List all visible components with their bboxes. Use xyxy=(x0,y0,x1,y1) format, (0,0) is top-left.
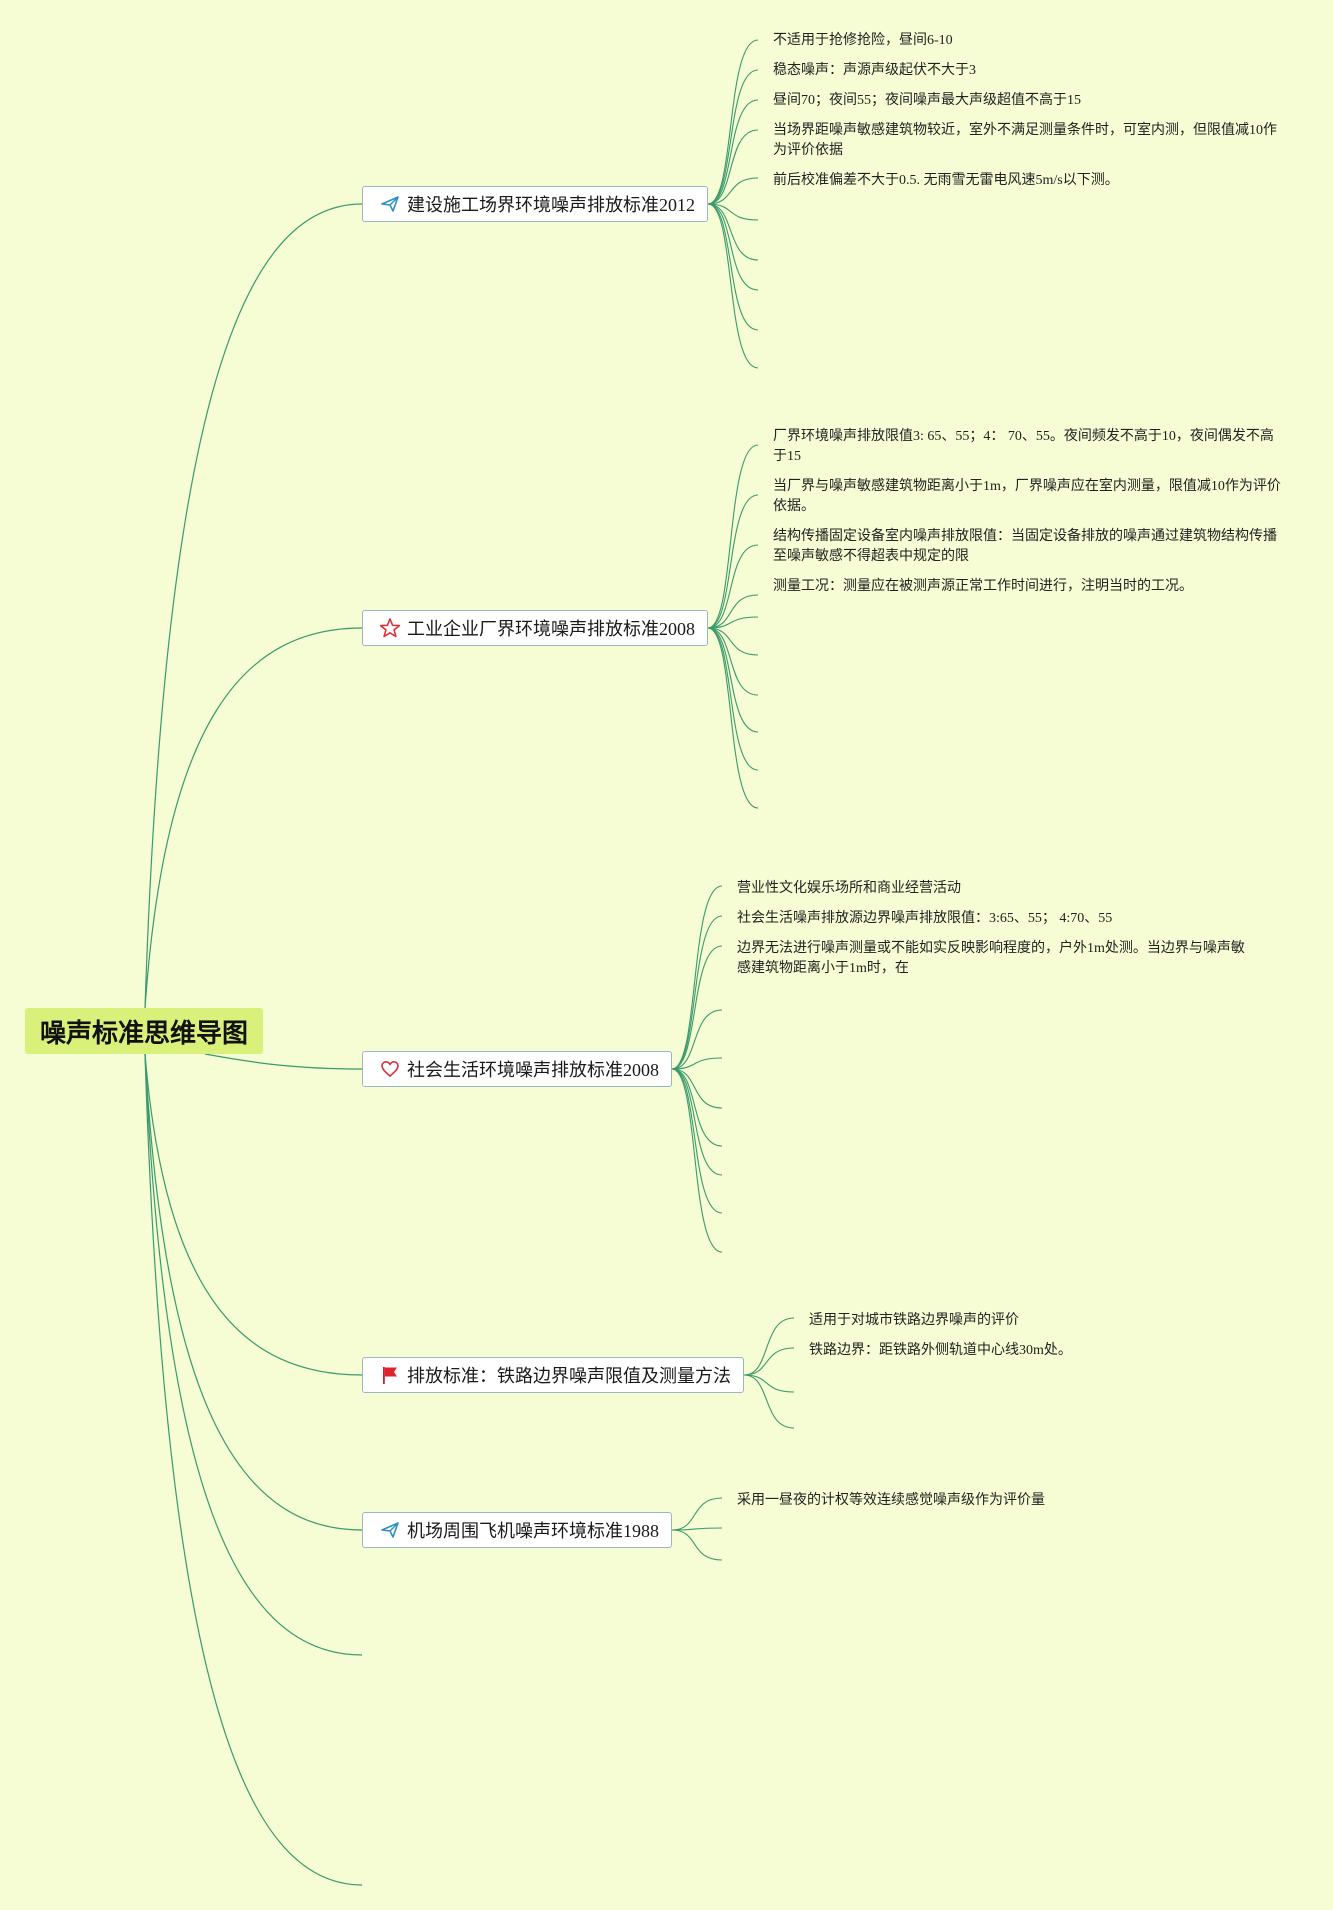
leaf-item: 铁路边界：距铁路外侧轨道中心线30m处。 xyxy=(809,1343,1072,1358)
leaf-item: 适用于对城市铁路边界噪声的评价 xyxy=(809,1313,1019,1328)
leaf-item: 营业性文化娱乐场所和商业经营活动 xyxy=(737,881,961,896)
leaf-link xyxy=(671,1529,723,1561)
root-branch-link xyxy=(204,1053,363,1070)
leaf-link xyxy=(707,39,759,205)
leaf-link xyxy=(707,627,759,733)
leaf-item: 稳态噪声：声源声级起伏不大于3 xyxy=(773,63,976,78)
root-branch-link xyxy=(144,1053,363,1656)
leaf-link xyxy=(671,1527,723,1531)
root-branch-link xyxy=(144,1053,363,1376)
star-icon xyxy=(379,617,401,639)
leaf-link xyxy=(707,203,759,291)
leaf-item: 当厂界与噪声敏感建筑物距离小于1m，厂界噪声应在室内测量，限值减10作为评价依据… xyxy=(773,479,1281,514)
branch-label: 社会生活环境噪声排放标准2008 xyxy=(407,1060,659,1080)
leaf-item: 当场界距噪声敏感建筑物较近，室外不满足测量条件时，可室内测，但限值减10作为评价… xyxy=(773,123,1277,158)
leaf-link xyxy=(707,203,759,221)
leaf-link xyxy=(707,177,759,205)
branch-label: 工业企业厂界环境噪声排放标准2008 xyxy=(407,619,695,639)
leaf-item: 边界无法进行噪声测量或不能如实反映影响程度的，户外1m处测。当边界与噪声敏感建筑… xyxy=(737,941,1245,976)
leaf-item: 前后校准偏差不大于0.5. 无雨雪无雷电风速5m/s以下测。 xyxy=(773,173,1119,188)
leaf-link xyxy=(707,627,759,809)
branch-label: 机场周围飞机噪声环境标准1988 xyxy=(407,1521,659,1541)
leaf-link xyxy=(707,203,759,331)
leaf-link xyxy=(743,1374,795,1393)
leaf-link xyxy=(743,1347,795,1376)
leaf-link xyxy=(671,1068,723,1253)
leaf-item: 社会生活噪声排放源边界噪声排放限值：3:65、55； 4:70、55 xyxy=(737,911,1113,926)
leaf-link xyxy=(707,69,759,205)
leaf-link xyxy=(707,616,759,629)
root-branch-link xyxy=(144,1053,363,1886)
leaf-link xyxy=(707,627,759,696)
leaf-link xyxy=(743,1317,795,1376)
branch-label: 排放标准：铁路边界噪声限值及测量方法 xyxy=(407,1366,731,1386)
leaf-item: 结构传播固定设备室内噪声排放限值：当固定设备排放的噪声通过建筑物结构传播至噪声敏… xyxy=(773,529,1277,564)
leaf-link xyxy=(671,1057,723,1070)
leaf-item: 不适用于抢修抢险，昼间6-10 xyxy=(773,33,953,48)
leaf-link xyxy=(707,129,759,205)
leaf-link xyxy=(707,544,759,629)
heart-icon xyxy=(379,1058,401,1080)
leaf-link xyxy=(707,99,759,205)
branch-label: 建设施工场界环境噪声排放标准2012 xyxy=(407,195,695,215)
leaf-item: 厂界环境噪声排放限值3: 65、55；4： 70、55。夜间频发不高于10，夜间… xyxy=(773,429,1274,464)
root-branch-link xyxy=(144,627,363,1009)
root-topic[interactable]: 噪声标准思维导图 xyxy=(25,1008,263,1054)
branch-industrial-noise[interactable]: 工业企业厂界环境噪声排放标准2008 xyxy=(362,610,708,646)
leaf-link xyxy=(671,1009,723,1070)
leaf-link xyxy=(743,1374,795,1429)
branch-social-life-noise[interactable]: 社会生活环境噪声排放标准2008 xyxy=(362,1051,672,1087)
root-branch-link xyxy=(144,203,363,1009)
leaf-link xyxy=(707,203,759,261)
leaf-link xyxy=(671,885,723,1070)
root-branch-link xyxy=(144,1053,363,1531)
branch-airport-noise[interactable]: 机场周围飞机噪声环境标准1988 xyxy=(362,1512,672,1548)
leaf-link xyxy=(671,1497,723,1531)
paper-plane-icon xyxy=(379,193,401,215)
leaf-link xyxy=(707,594,759,629)
leaf-link xyxy=(671,1068,723,1109)
leaf-link xyxy=(707,494,759,629)
leaf-link xyxy=(671,915,723,1070)
leaf-item: 测量工况：测量应在被测声源正常工作时间进行，注明当时的工况。 xyxy=(773,579,1193,594)
leaf-link xyxy=(707,444,759,629)
branch-construction-noise[interactable]: 建设施工场界环境噪声排放标准2012 xyxy=(362,186,708,222)
leaf-link xyxy=(707,203,759,369)
paper-plane-icon xyxy=(379,1519,401,1541)
flag-icon xyxy=(379,1364,401,1386)
leaf-item: 昼间70；夜间55；夜间噪声最大声级超值不高于15 xyxy=(773,93,1081,108)
leaf-item: 采用一昼夜的计权等效连续感觉噪声级作为评价量 xyxy=(737,1493,1045,1508)
leaf-link xyxy=(671,1068,723,1176)
leaf-link xyxy=(671,945,723,1070)
branch-railway-noise[interactable]: 排放标准：铁路边界噪声限值及测量方法 xyxy=(362,1357,744,1393)
leaf-link xyxy=(707,627,759,771)
leaf-link xyxy=(671,1068,723,1214)
leaf-link xyxy=(707,627,759,656)
